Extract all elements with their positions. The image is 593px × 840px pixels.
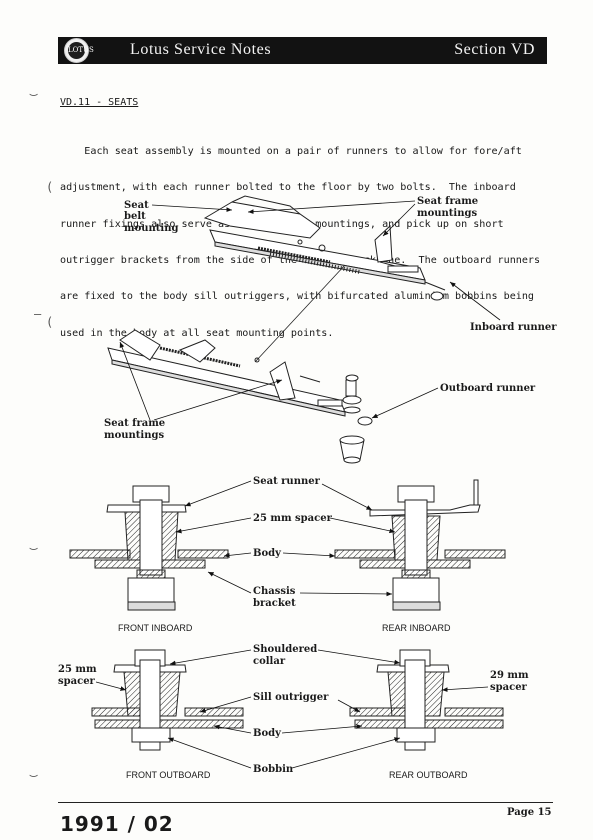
margin-mark: ‿ [30, 763, 38, 777]
header-bar: LOTUS Lotus Service Notes Section VD [58, 37, 547, 64]
front-outboard-section [91, 649, 244, 751]
label-chassis-bracket: bracket [253, 598, 296, 609]
body-line: Each seat assembly is mounted on a pair … [60, 146, 522, 158]
section-labels: Seat runner 25 mm spacer Body Chassis br… [58, 476, 529, 780]
caption-rear-inboard: REAR INBOARD [382, 623, 451, 633]
label-seat-frame-mountings-lower: mountings [104, 430, 164, 441]
issue-date: 1991 / 02 [60, 812, 174, 836]
caption-front-outboard: FRONT OUTBOARD [126, 770, 211, 780]
label-bobbin: Bobbin [253, 764, 294, 775]
label-body: Body [253, 548, 282, 559]
front-inboard-section [69, 485, 229, 611]
label-shouldered-collar: collar [253, 656, 286, 667]
outboard-runner-drawing [107, 329, 373, 464]
inboard-runner-drawing [203, 195, 446, 301]
label-25mm-spacer-left: 25 mm [58, 664, 97, 675]
lotus-logo-icon: LOTUS [64, 38, 94, 63]
header-title: Lotus Service Notes [130, 41, 272, 58]
label-seat-frame-mountings: Seat frame [417, 196, 478, 207]
label-chassis-bracket: Chassis [253, 586, 296, 597]
footer-rule [58, 802, 553, 803]
margin-mark: ‿ [30, 536, 38, 550]
body-line: are fixed to the body sill outriggers, w… [60, 291, 535, 303]
label-25mm-spacer: 25 mm spacer [253, 513, 333, 524]
label-seat-belt: belt [124, 211, 146, 222]
page-number: Page 15 [507, 807, 552, 818]
label-29mm-spacer: spacer [490, 682, 528, 693]
label-seat-runner: Seat runner [253, 476, 321, 487]
label-seat-frame-mountings: mountings [417, 208, 477, 219]
label-seat-frame-mountings-lower: Seat frame [104, 418, 165, 429]
rear-inboard-section [334, 479, 506, 611]
margin-mark: — [34, 307, 42, 321]
label-seat-belt: mounting [124, 223, 178, 234]
body-line: used in the body at all seat mounting po… [60, 327, 334, 339]
logo-text: LOTUS [68, 42, 94, 59]
caption-front-inboard: FRONT INBOARD [118, 623, 193, 633]
label-29mm-spacer: 29 mm [490, 670, 529, 681]
body-line: adjustment, with each runner bolted to t… [60, 182, 516, 194]
label-seat-belt: Seat [124, 200, 149, 211]
label-sill-outrigger: Sill outrigger [253, 692, 329, 703]
margin-mark: ( [46, 180, 54, 194]
label-inboard-runner: Inboard runner [470, 322, 557, 333]
label-shouldered-collar: Shouldered [253, 644, 317, 655]
margin-mark: ‿ [30, 82, 38, 96]
section-heading: VD.11 - SEATS [60, 97, 139, 108]
margin-mark: ( [46, 315, 54, 329]
upper-labels: Seat belt mounting Seat frame mountings … [104, 196, 557, 441]
rear-outboard-section [349, 649, 504, 751]
label-body-lower: Body [253, 728, 282, 739]
caption-rear-outboard: REAR OUTBOARD [389, 770, 468, 780]
header-section: Section VD [454, 41, 535, 58]
label-25mm-spacer-left: spacer [58, 676, 96, 687]
label-outboard-runner: Outboard runner [440, 383, 536, 394]
